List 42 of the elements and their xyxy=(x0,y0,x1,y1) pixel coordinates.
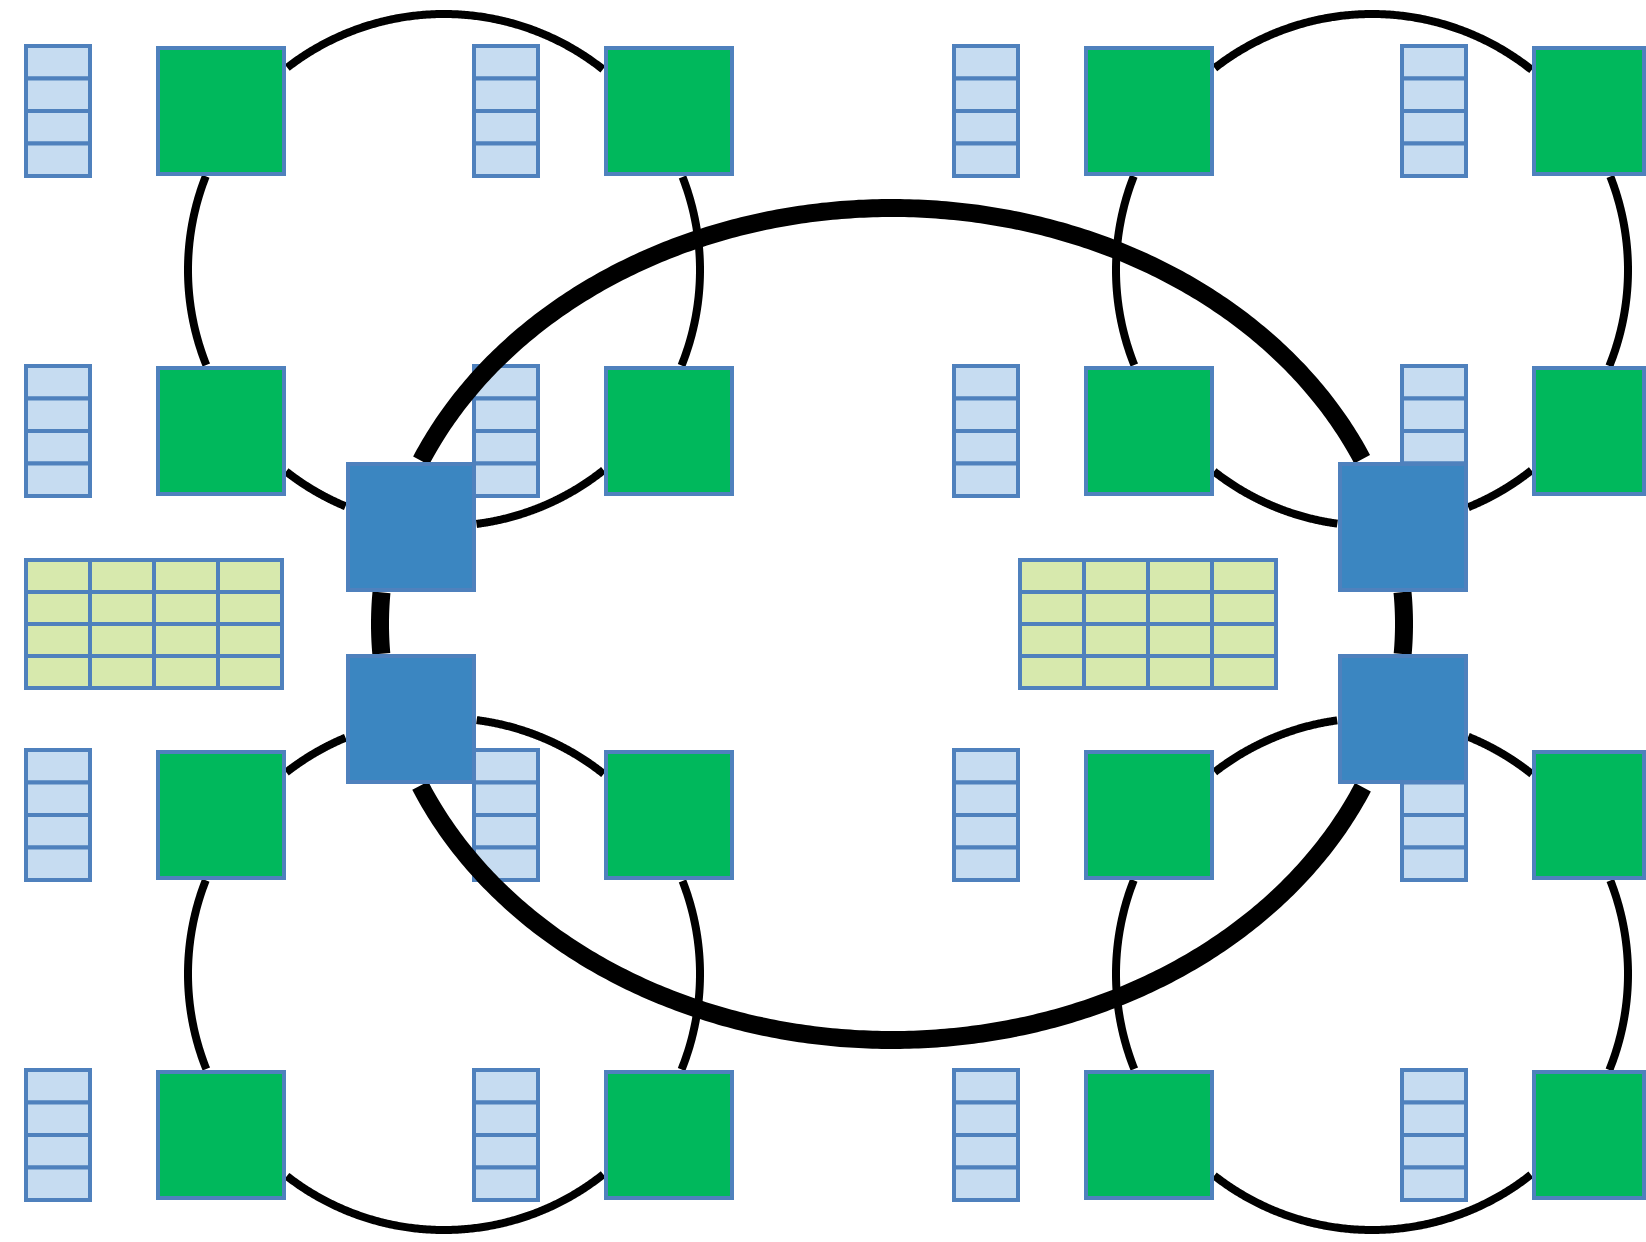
ring-link xyxy=(282,733,349,776)
ring-link xyxy=(1112,877,1139,1073)
ring-link xyxy=(284,10,606,73)
ring-link xyxy=(413,199,1370,467)
hub-square xyxy=(346,462,476,592)
ring-link xyxy=(1605,877,1632,1073)
ring-link xyxy=(677,877,704,1073)
node-square xyxy=(156,366,286,496)
ring-link xyxy=(184,173,211,369)
node-square xyxy=(604,750,734,880)
node-square xyxy=(1084,366,1214,496)
hub-square xyxy=(1338,462,1468,592)
ring-link xyxy=(282,467,349,511)
ring-link xyxy=(1210,468,1341,528)
node-square xyxy=(1084,46,1214,176)
node-square xyxy=(156,750,286,880)
hub-square xyxy=(1338,654,1468,784)
ring-link xyxy=(1211,1171,1534,1234)
node-square xyxy=(1532,366,1646,496)
ring-link xyxy=(473,716,607,778)
node-square xyxy=(604,366,734,496)
ring-link xyxy=(1212,10,1535,74)
node-square xyxy=(604,1070,734,1200)
node-square xyxy=(1532,1070,1646,1200)
ring-link xyxy=(1464,733,1536,778)
ring-link xyxy=(677,173,704,369)
hub-square xyxy=(346,654,476,784)
node-square xyxy=(604,46,734,176)
ring-link xyxy=(1211,716,1341,776)
node-square xyxy=(1532,46,1646,176)
node-square xyxy=(1532,750,1646,880)
ring-link xyxy=(284,1171,607,1234)
ring-link xyxy=(412,780,1371,1049)
ring-link xyxy=(473,466,607,528)
ring-link xyxy=(1112,173,1139,369)
ring-link xyxy=(1605,173,1632,369)
node-square xyxy=(1084,750,1214,880)
ring-link xyxy=(184,877,211,1073)
ring-link xyxy=(1464,466,1535,511)
node-square xyxy=(156,1070,286,1200)
node-square xyxy=(1084,1070,1214,1200)
node-square xyxy=(156,46,286,176)
